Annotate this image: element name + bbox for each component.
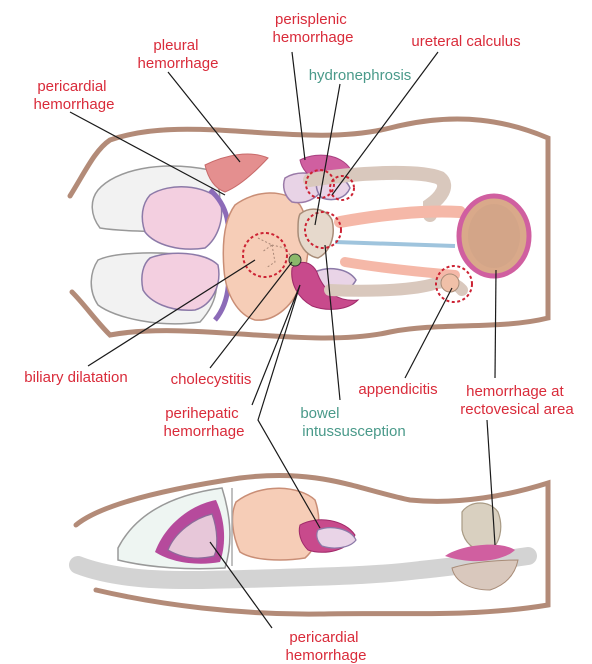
leader-hydronephrosis [315,84,340,225]
label-pericardial-top: pericardial hemorrhage [34,78,115,113]
label-cholecystitis: cholecystitis [171,371,252,388]
sagittal-view [76,475,548,614]
label-hydronephrosis: hydronephrosis [309,67,412,84]
label-perisplenic: perisplenic hemorrhage [273,11,354,46]
label-perihepatic: perihepatic hemorrhage [164,405,245,440]
leader-appendicitis [405,288,452,378]
leader-rectovesical [495,270,496,378]
coronal-view [70,119,548,338]
leader-perisplenic [292,52,305,160]
heart-chamber-top [142,187,221,249]
label-bowel: bowel intussusception [300,405,405,440]
label-rectovesical: hemorrhage at rectovesical area [460,383,574,418]
iliac-upper [340,212,460,222]
label-ureteral: ureteral calculus [411,33,520,50]
label-pericardial-bottom: pericardial hemorrhage [286,629,367,664]
bladder-inner [468,204,520,268]
label-biliary: biliary dilatation [24,369,127,386]
ureter [335,242,455,246]
appendix [441,274,459,292]
leader-pleural [168,72,240,162]
label-appendicitis: appendicitis [358,381,437,398]
label-pleural: pleural hemorrhage [138,37,219,72]
